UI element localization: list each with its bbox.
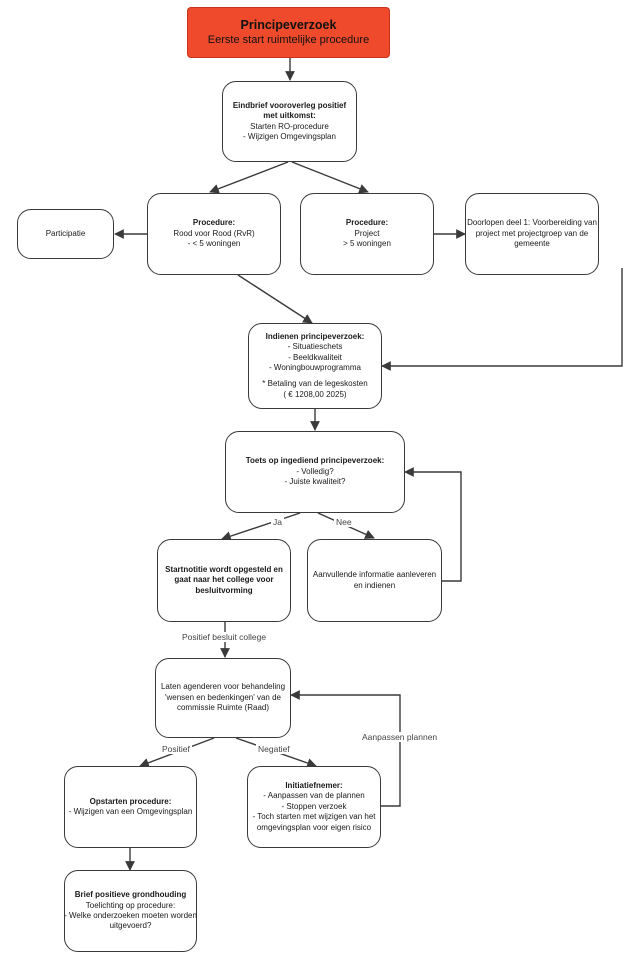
edge-label-negatief: Negatief (256, 744, 292, 754)
node-title-line: besluitvorming (195, 585, 253, 595)
node-title: Initiatiefnemer: (285, 781, 343, 791)
node-line: - Juiste kwaliteit? (284, 477, 346, 487)
edge-toets-startnotitie (221, 512, 301, 541)
node-line: 'wensen en bedenkingen' van de (164, 692, 282, 702)
node-line: - < 5 woningen (187, 239, 241, 249)
node-line: - Situatieschets (287, 342, 343, 352)
edge-eindbrief-rvr (209, 161, 289, 194)
node-laten-agenderen: Laten agenderen voor behandeling 'wensen… (155, 658, 291, 738)
edge-label-positief: Positief (160, 744, 192, 754)
node-line: commissie Ruimte (Raad) (176, 703, 270, 713)
node-title: Eindbrief vooroverleg positief met uitko… (232, 100, 347, 121)
node-line: - Beeldkwaliteit (288, 352, 342, 362)
node-initiatiefnemer: Initiatiefnemer: - Aanpassen van de plan… (247, 766, 381, 848)
node-line: gemeente (514, 239, 550, 249)
node-text: Participatie (45, 228, 86, 238)
node-title: Brief positieve grondhouding (74, 890, 187, 900)
node-line: > 5 woningen (343, 239, 391, 249)
node-title: Procedure: (192, 218, 236, 228)
node-line: - Volledig? (296, 466, 334, 476)
node-title: Toets op ingediend principeverzoek: (245, 456, 385, 466)
edge-label-ja: Ja (271, 517, 284, 527)
node-title-line: gaat naar het college voor (174, 575, 274, 585)
node-note: * Betaling van de legeskosten (262, 379, 368, 389)
node-line: - Wijzigen van een Omgevingsplan (68, 807, 193, 816)
node-subtitle: Eerste start ruimtelijke procedure (207, 34, 370, 47)
edge-initiatiefnemer-agenderen (290, 690, 401, 807)
node-doorlopen-deel-1: Doorlopen deel 1: Voorbereiding van proj… (465, 193, 599, 275)
edge-doorlopen-indienen (381, 268, 623, 371)
node-line: project met projectgroep van de (475, 228, 589, 238)
node-opstarten-procedure: Opstarten procedure: - Wijzigen van een … (64, 766, 197, 848)
node-line: - Stoppen verzoek (281, 801, 347, 811)
node-title: Indienen principeverzoek: (265, 331, 365, 341)
node-line: - Aanpassen van de plannen (263, 791, 365, 801)
edge-rvr-indienen (237, 274, 313, 324)
node-line: - Wijzigen Omgevingsplan (243, 131, 336, 141)
node-brief-positieve-grondhouding: Brief positieve grondhouding Toelichting… (64, 870, 197, 952)
node-aanvullende-informatie: Aanvullende informatie aanleveren en ind… (307, 539, 442, 622)
node-line: - Woningbouwprogramma (269, 363, 361, 372)
node-line: - Toch starten met wijzigen van het (252, 812, 376, 822)
node-line: - Welke onderzoeken moeten worden (64, 911, 197, 920)
node-indienen-principeverzoek: Indienen principeverzoek: - Situatiesche… (248, 323, 382, 409)
node-principeverzoek: Principeverzoek Eerste start ruimtelijke… (187, 7, 390, 58)
node-line: uitgevoerd? (109, 921, 152, 931)
edge-eindbrief-project (291, 161, 369, 194)
node-procedure-rvr: Procedure: Rood voor Rood (RvR) - < 5 wo… (147, 193, 281, 275)
node-line: Aanvullende informatie aanleveren (312, 570, 437, 580)
node-title: Procedure: (345, 218, 389, 228)
node-line: Starten RO-procedure (250, 121, 329, 131)
node-eindbrief: Eindbrief vooroverleg positief met uitko… (222, 81, 357, 162)
node-title-line: Startnotitie wordt opgesteld en (165, 564, 283, 574)
node-title: Principeverzoek (240, 18, 337, 33)
node-note: ( € 1208,00 2025) (283, 389, 347, 399)
node-procedure-project: Procedure: Project > 5 woningen (300, 193, 434, 275)
edge-label-aanpassen-plannen: Aanpassen plannen (360, 732, 440, 742)
node-line: Toelichting op procedure: (85, 900, 176, 910)
node-participatie: Participatie (17, 209, 114, 259)
node-line: Project (354, 228, 380, 238)
node-line: Laten agenderen voor behandeling (160, 682, 286, 692)
edge-label-nee: Nee (334, 517, 354, 527)
node-toets-principeverzoek: Toets op ingediend principeverzoek: - Vo… (225, 431, 405, 513)
node-line: Doorlopen deel 1: Voorbereiding van (467, 218, 597, 228)
node-startnotitie: Startnotitie wordt opgesteld en gaat naa… (157, 539, 291, 622)
edge-label-positief-besluit: Positief besluit college (180, 632, 269, 642)
edge-aanvullende-toets (404, 467, 462, 582)
node-line: omgevingsplan voor eigen risico (256, 822, 372, 832)
node-line: en indienen (353, 580, 396, 590)
node-title: Opstarten procedure: (89, 796, 172, 806)
node-line: Rood voor Rood (RvR) (173, 228, 255, 238)
